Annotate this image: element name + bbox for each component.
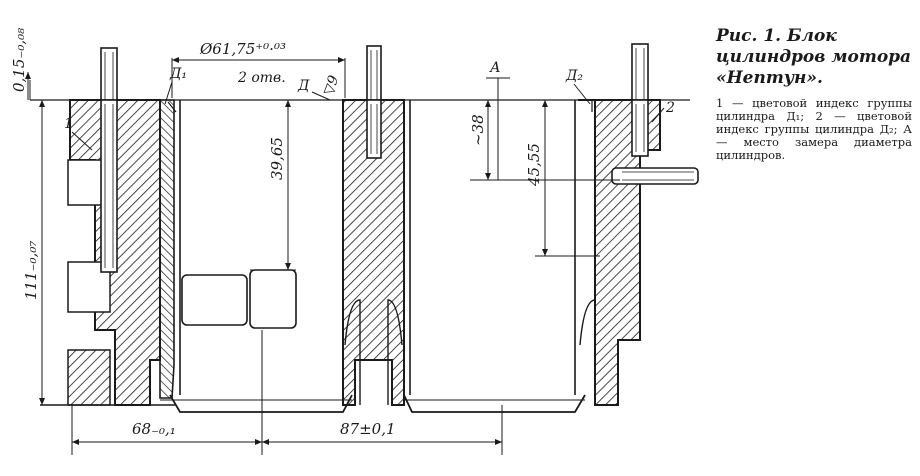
stud-left [100,47,118,273]
label-d-text: Д [297,78,310,94]
holes-text: 2 отв. [237,70,286,86]
caption-text: 1 — цветовой индекс группы цилиндра Д₁; … [716,96,912,162]
part-label-1: 1 [64,116,93,151]
right-bore [403,100,586,413]
label-d2-text: Д₂ [565,68,583,84]
label-d2: Д₂ [565,68,591,105]
figure-caption: Рис. 1. Блок цилиндров мотора «Нептун». … [716,26,912,162]
dim-height-bore-text: 39,65 [268,137,286,180]
label-d1-text: Д₁ [169,66,187,82]
dim-height-bore: 39,65 [250,100,296,271]
side-plug [611,167,699,185]
dim-diameter: Ø61,75⁺⁰·⁰³ 2 отв. [171,40,346,98]
left-bore [160,100,353,413]
dim-depth-4555: 45,55 [525,100,600,257]
dim-center-87-text: 87±0,1 [340,420,396,438]
caption-title: Рис. 1. Блок цилиндров мотора «Нептун». [716,26,912,88]
stud-right [631,43,649,157]
dim-depth-38-text: ~38 [469,114,487,146]
dim-top-tolerance: 0,15₋₀,₀₈ [10,28,31,100]
dim-width-68-text: 68₋₀,₁ [132,420,176,438]
finish-mark-text: ▽9 [321,73,343,97]
dim-height-total: 111₋₀,₀₇ [22,100,45,405]
stud-center [366,45,382,159]
dim-depth-4555-text: 45,55 [525,143,543,187]
dim-diameter-text: Ø61,75⁺⁰·⁰³ [199,40,286,58]
dim-height-total-text: 111₋₀,₀₇ [22,241,40,300]
part-label-1-text: 1 [64,116,73,132]
center-web-section [342,99,405,406]
label-d: Д ▽9 [297,73,343,101]
dim-top-tolerance-text: 0,15₋₀,₀₈ [10,28,28,92]
cylinder-block-drawing: 0,15₋₀,₀₈ Ø61,75⁺⁰·⁰³ 2 отв. Д₁ Д ▽9 39,… [10,28,699,455]
section-a-text: А [489,60,501,76]
liner-left-wall [159,99,177,399]
part-label-2: 2 [651,100,675,123]
section-a-marker: А [486,60,510,180]
dim-bottom: 68₋₀,₁ 87±0,1 [71,330,503,455]
label-d1: Д₁ [164,66,187,105]
part-label-2-text: 2 [665,100,675,116]
